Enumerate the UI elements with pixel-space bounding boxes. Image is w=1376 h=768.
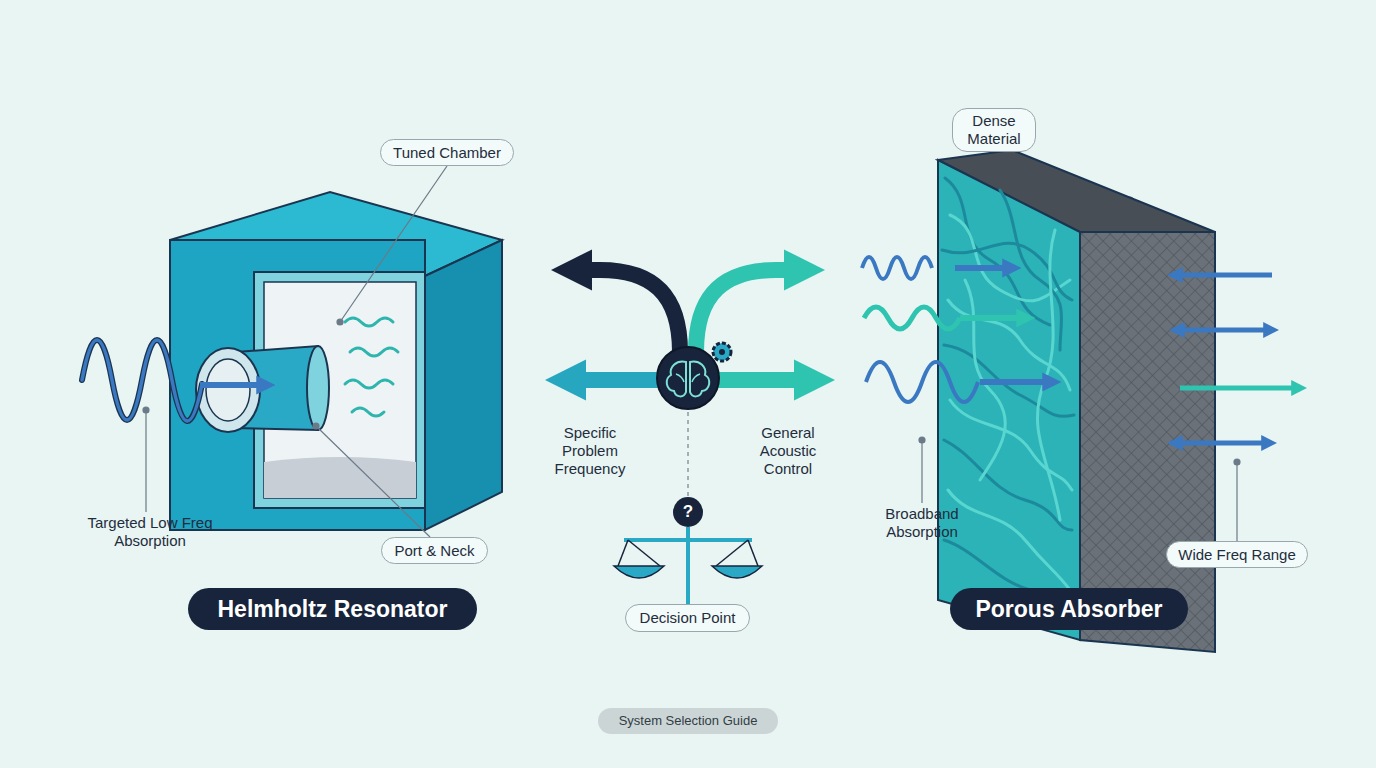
system-title-pill: Porous Absorber <box>950 588 1188 630</box>
leader-dot <box>1234 459 1240 465</box>
leader-dot <box>313 423 319 429</box>
balance-scale <box>614 497 762 604</box>
wave-arrow <box>955 265 1008 271</box>
scale-string <box>628 540 660 566</box>
wave-arrow <box>980 379 1048 385</box>
transmitted-arrows <box>1178 275 1296 443</box>
scale-pan <box>712 566 762 578</box>
wave-arrow <box>200 382 262 388</box>
hub-circle <box>657 347 719 409</box>
chamber-floor <box>264 457 416 498</box>
node-text: Decision Point <box>640 609 736 627</box>
node-text: Wide Freq Range <box>1178 546 1296 564</box>
resonance-squiggles <box>345 318 398 416</box>
annotation-label: Targeted Low Freq Absorption <box>85 514 215 550</box>
system-title-pill: Helmholtz Resonator <box>188 588 477 630</box>
leader-line <box>145 410 146 512</box>
squiggle <box>350 348 398 356</box>
pass-arrow <box>1180 386 1296 391</box>
squiggle <box>352 408 384 416</box>
branch-label: General Acoustic Control <box>745 424 831 478</box>
question-circle <box>673 497 703 527</box>
fiber <box>950 400 1072 490</box>
leader-line <box>921 440 922 503</box>
gear-hub <box>719 349 725 355</box>
wave-outline <box>82 340 202 421</box>
port-ring <box>196 348 260 432</box>
node-text: Porous Absorber <box>975 596 1162 623</box>
callout-pill: Tuned Chamber <box>380 139 514 166</box>
callout-pill: Port & Neck <box>381 537 488 564</box>
box-front <box>170 240 425 530</box>
leader-line <box>316 426 430 537</box>
question-mark: ? <box>673 502 703 522</box>
scale-string <box>716 540 748 566</box>
squiggle <box>345 318 393 326</box>
node-text: Helmholtz Resonator <box>217 596 447 623</box>
gear-icon <box>713 343 731 361</box>
fiber <box>948 490 1070 590</box>
leader-dot <box>143 407 149 413</box>
node-text: Tuned Chamber <box>393 144 501 162</box>
direction-arrow <box>716 372 806 388</box>
wave <box>82 340 202 421</box>
scale-beam <box>624 538 752 542</box>
annotation-label: Broadband Absorption <box>870 505 974 541</box>
incident-waves <box>862 257 1048 402</box>
brain-fold <box>676 374 700 382</box>
wave-arrow <box>960 315 1022 321</box>
leader-line <box>1236 462 1237 541</box>
branch-label: Specific Problem Frequency <box>545 424 635 478</box>
leader-line <box>340 166 447 322</box>
wave <box>862 257 932 279</box>
leader-dot <box>919 437 925 443</box>
node-text: Port & Neck <box>394 542 474 560</box>
box-side <box>425 240 502 530</box>
reflect-arrow <box>1178 273 1272 278</box>
wave <box>864 307 960 329</box>
fiber <box>944 345 1074 416</box>
scale-string <box>618 540 628 566</box>
port-neck <box>196 346 329 432</box>
direction-arrow <box>574 372 660 388</box>
port-opening <box>206 359 250 421</box>
caption-pill: System Selection Guide <box>598 708 778 734</box>
double-arrow <box>1178 441 1266 446</box>
wave <box>866 362 978 402</box>
double-arrow <box>1180 328 1268 333</box>
leader-dot <box>337 319 343 325</box>
callout-pill: Wide Freq Range <box>1166 541 1308 568</box>
dashed-connector <box>687 412 689 496</box>
direction-arrow <box>580 270 680 352</box>
callout-pill: Decision Point <box>625 604 750 632</box>
squiggle <box>345 380 393 388</box>
resonator-box <box>170 192 502 530</box>
scale-string <box>748 540 758 566</box>
scale-pan <box>614 566 664 578</box>
direction-arrow <box>696 270 796 352</box>
incoming-wave <box>82 340 262 421</box>
neck-end <box>307 346 329 430</box>
node-text: Dense Material <box>959 112 1029 148</box>
callout-pill: Dense Material <box>952 108 1036 152</box>
fiber <box>1037 230 1060 520</box>
brain-icon <box>657 343 731 409</box>
absorber-block <box>938 150 1215 652</box>
